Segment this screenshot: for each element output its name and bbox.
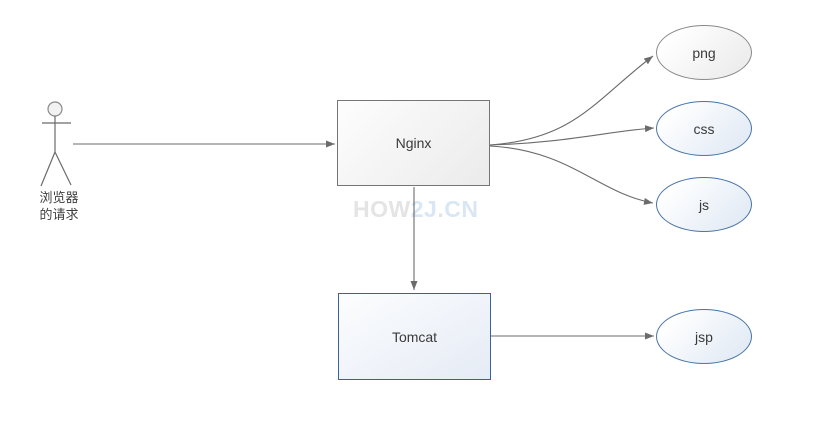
arrow-nginx-to-js	[489, 145, 654, 205]
watermark: HOW2J.CN	[353, 196, 478, 223]
node-js-label: js	[698, 196, 710, 213]
actor-label-line2: 的请求	[39, 207, 79, 222]
arrow-nginx-to-png	[489, 55, 654, 146]
actor-label: 浏览器 的请求	[33, 189, 85, 223]
watermark-segment: CN	[444, 196, 479, 222]
node-nginx: Nginx	[337, 100, 490, 186]
node-tomcat-label: Tomcat	[391, 328, 438, 345]
arrow-nginx-to-css	[489, 125, 655, 146]
node-css: css	[656, 101, 752, 156]
actor-icon	[40, 101, 72, 187]
node-png: png	[656, 25, 752, 80]
node-jsp: jsp	[656, 309, 752, 364]
watermark-segment: HOW	[353, 196, 411, 222]
node-png-label: png	[692, 44, 716, 61]
node-js: js	[656, 177, 752, 232]
actor-label-line1: 浏览器	[39, 190, 79, 205]
node-tomcat: Tomcat	[338, 293, 491, 380]
node-css-label: css	[693, 120, 715, 137]
watermark-segment: .	[437, 196, 445, 222]
watermark-segment: 2J	[410, 196, 438, 222]
node-nginx-label: Nginx	[395, 135, 432, 151]
node-jsp-label: jsp	[695, 328, 713, 345]
